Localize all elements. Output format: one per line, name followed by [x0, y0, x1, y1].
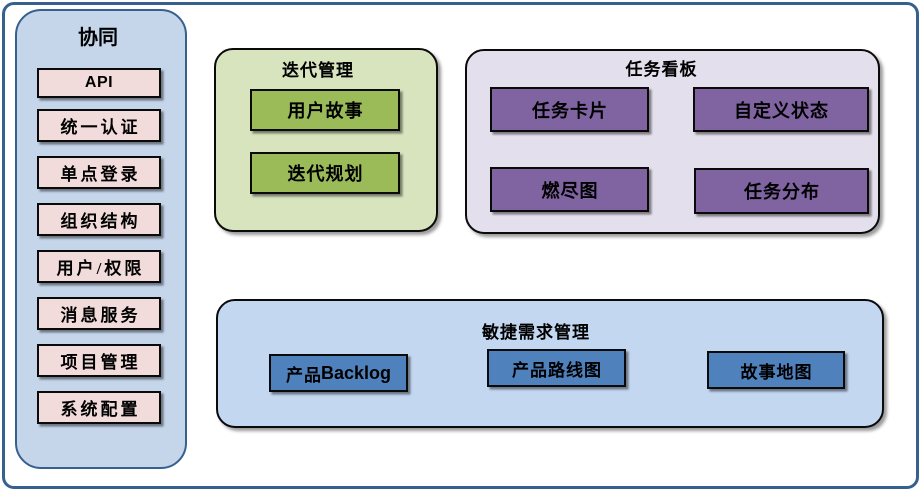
sidebar-item-project-management-label: 项目管理 [60, 353, 141, 372]
feature-product-roadmap-label: 产品路线图 [512, 360, 602, 380]
sidebar-item-user-permission-label: 用户/权限 [56, 259, 145, 278]
feature-iteration-planning-label: 迭代规划 [287, 164, 364, 184]
sidebar-item-message-service[interactable]: 消息服务 [37, 297, 161, 330]
iteration-management-group: 迭代管理 [214, 48, 438, 232]
sidebar-item-unified-auth[interactable]: 统一认证 [37, 109, 161, 142]
feature-iteration-planning[interactable]: 迭代规划 [250, 152, 400, 194]
feature-story-map[interactable]: 故事地图 [707, 351, 845, 389]
iteration-management-title: 迭代管理 [282, 61, 354, 80]
sidebar-item-api-label: API [84, 74, 114, 91]
sidebar-item-system-config[interactable]: 系统配置 [37, 391, 161, 424]
feature-user-story[interactable]: 用户故事 [250, 89, 400, 131]
sidebar-title: 协同 [78, 27, 118, 49]
feature-task-distribution[interactable]: 任务分布 [694, 168, 869, 214]
feature-task-card[interactable]: 任务卡片 [490, 87, 649, 132]
feature-user-story-label: 用户故事 [287, 101, 364, 121]
feature-product-backlog-label-cjk: 产品 [285, 365, 322, 385]
feature-task-distribution-label: 任务分布 [744, 182, 820, 202]
sidebar-item-org-structure-label: 组织结构 [60, 212, 141, 231]
sidebar-item-message-service-label: 消息服务 [60, 306, 141, 325]
feature-burndown-chart[interactable]: 燃尽图 [490, 167, 649, 212]
agile-requirement-title: 敏捷需求管理 [482, 323, 590, 342]
sidebar-item-org-structure[interactable]: 组织结构 [37, 203, 161, 236]
feature-task-card-label: 任务卡片 [532, 100, 608, 121]
feature-custom-state[interactable]: 自定义状态 [693, 87, 869, 132]
feature-story-map-label: 故事地图 [740, 362, 813, 382]
feature-product-backlog-label-latin: Backlog [320, 362, 392, 383]
sidebar-item-project-management[interactable]: 项目管理 [37, 344, 161, 377]
feature-product-roadmap[interactable]: 产品路线图 [487, 349, 626, 387]
sidebar-item-system-config-label: 系统配置 [60, 400, 141, 419]
task-kanban-title: 任务看板 [625, 60, 698, 79]
sidebar-item-single-sign-on[interactable]: 单点登录 [37, 156, 161, 189]
sidebar-item-unified-auth-label: 统一认证 [60, 118, 141, 137]
feature-burndown-chart-label: 燃尽图 [541, 180, 599, 201]
sidebar-item-single-sign-on-label: 单点登录 [60, 165, 141, 184]
feature-custom-state-label: 自定义状态 [734, 100, 829, 121]
sidebar-item-api[interactable]: API [37, 68, 161, 98]
sidebar-item-user-permission[interactable]: 用户/权限 [37, 250, 161, 283]
